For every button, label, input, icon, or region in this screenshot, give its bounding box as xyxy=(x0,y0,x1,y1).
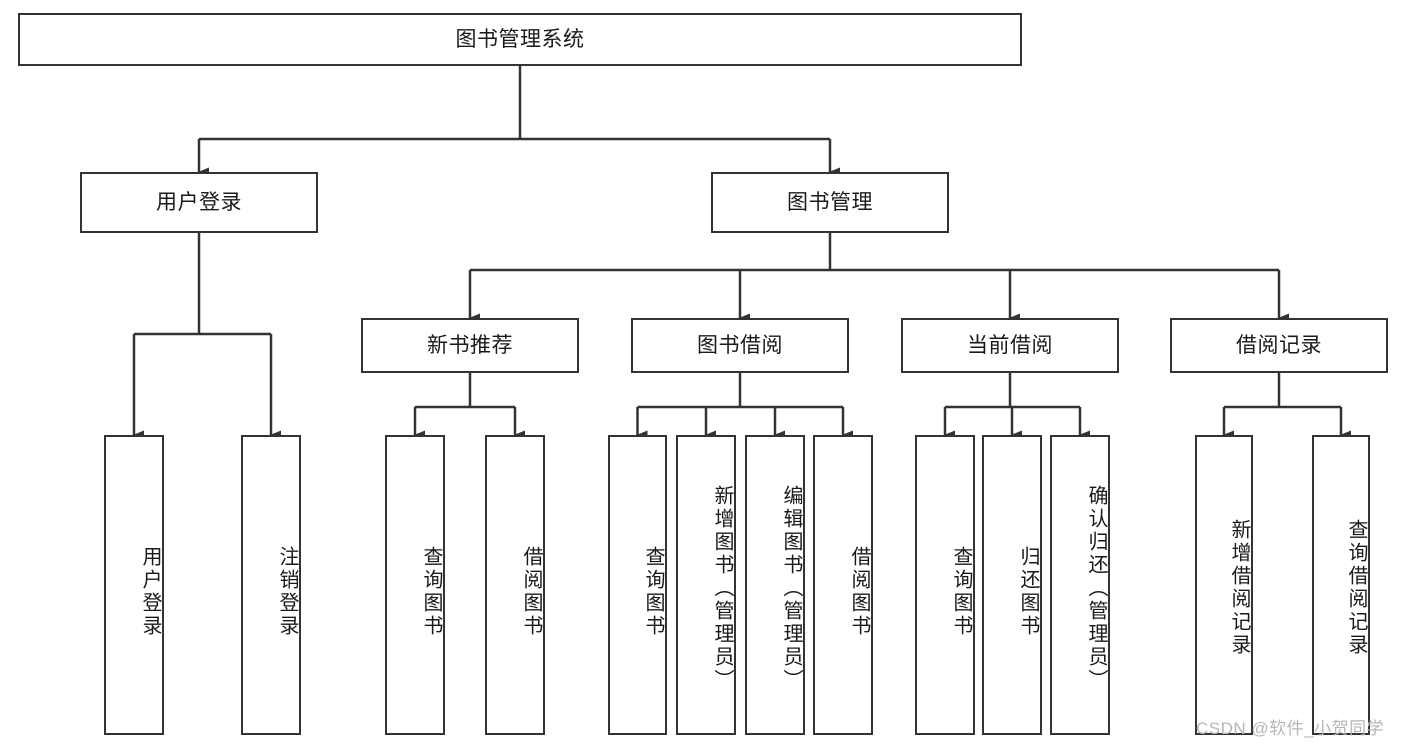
node-label: 查询图书 xyxy=(950,546,972,638)
node-current-borrow[interactable]: 当前借阅 xyxy=(901,318,1119,373)
node-leaf-query-record[interactable]: 查询借阅记录 xyxy=(1312,435,1370,735)
node-leaf-logout[interactable]: 注销登录 xyxy=(241,435,301,735)
node-label: 图书管理 xyxy=(787,190,873,214)
node-book-borrow[interactable]: 图书借阅 xyxy=(631,318,849,373)
node-leaf-borrow-book-1[interactable]: 借阅图书 xyxy=(485,435,545,735)
node-leaf-user-login[interactable]: 用户登录 xyxy=(104,435,164,735)
node-leaf-borrow-book-2[interactable]: 借阅图书 xyxy=(813,435,873,735)
node-new-book-rec[interactable]: 新书推荐 xyxy=(361,318,579,373)
node-leaf-confirm-ret[interactable]: 确认归还（管理员） xyxy=(1050,435,1110,735)
node-borrow-record[interactable]: 借阅记录 xyxy=(1170,318,1388,373)
node-user-login[interactable]: 用户登录 xyxy=(80,172,318,233)
node-label: 图书管理系统 xyxy=(455,27,585,51)
node-book-manage[interactable]: 图书管理 xyxy=(711,172,949,233)
node-label: 查询图书 xyxy=(420,546,442,638)
node-leaf-return-book[interactable]: 归还图书 xyxy=(982,435,1042,735)
node-leaf-add-record[interactable]: 新增借阅记录 xyxy=(1195,435,1253,735)
node-label: 查询借阅记录 xyxy=(1345,519,1367,657)
node-label: 新书推荐 xyxy=(427,333,513,357)
node-label: 图书借阅 xyxy=(697,333,783,357)
node-leaf-query-book-3[interactable]: 查询图书 xyxy=(915,435,975,735)
node-label: 新增图书（管理员） xyxy=(711,484,733,692)
node-label: 编辑图书（管理员） xyxy=(780,484,802,692)
node-label: 借阅记录 xyxy=(1236,333,1322,357)
node-label: 当前借阅 xyxy=(967,333,1053,357)
node-label: 用户登录 xyxy=(139,546,161,638)
node-leaf-add-book[interactable]: 新增图书（管理员） xyxy=(676,435,736,735)
node-label: 新增借阅记录 xyxy=(1228,519,1250,657)
node-label: 借阅图书 xyxy=(520,546,542,638)
node-label: 确认归还（管理员） xyxy=(1085,484,1107,692)
node-leaf-edit-book[interactable]: 编辑图书（管理员） xyxy=(745,435,805,735)
node-label: 注销登录 xyxy=(276,546,298,638)
node-label: 查询图书 xyxy=(642,546,664,638)
node-leaf-query-book-2[interactable]: 查询图书 xyxy=(608,435,667,735)
node-root[interactable]: 图书管理系统 xyxy=(18,13,1022,66)
node-leaf-query-book-1[interactable]: 查询图书 xyxy=(385,435,445,735)
node-label: 归还图书 xyxy=(1017,546,1039,638)
node-label: 用户登录 xyxy=(156,190,242,214)
csdn-watermark: CSDN @软件_小贺同学 xyxy=(1196,719,1385,738)
node-label: 借阅图书 xyxy=(848,546,870,638)
